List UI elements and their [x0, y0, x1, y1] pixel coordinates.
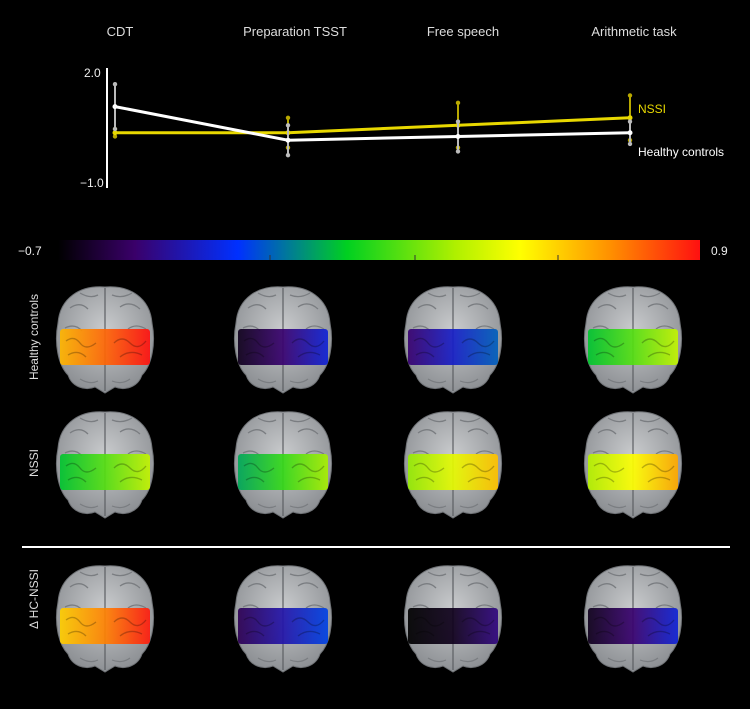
row-label-nssi: NSSI [27, 449, 41, 478]
row-label-delta: Δ HC-NSSI [27, 568, 41, 630]
brain-map [228, 283, 338, 398]
y-tick-top: 2.0 [84, 66, 101, 80]
brain-map [50, 408, 160, 523]
brain-map [398, 562, 508, 677]
error-cap [627, 119, 633, 124]
series-1 [112, 82, 633, 158]
error-cap [627, 93, 633, 98]
error-cap [112, 126, 118, 132]
condition-label-arithmetic: Arithmetic task [591, 24, 677, 39]
brain-map [578, 408, 688, 523]
brain-map [50, 283, 160, 398]
data-point [627, 115, 633, 121]
legend-healthy-controls: Healthy controls [638, 145, 725, 159]
colorbar-gradient [58, 240, 700, 260]
brain-map [398, 283, 508, 398]
error-cap [112, 82, 118, 87]
series-line [115, 116, 631, 135]
error-cap [112, 134, 118, 139]
error-cap [285, 115, 291, 121]
condition-label-free-speech: Free speech [426, 24, 500, 39]
data-point [455, 133, 461, 139]
section-divider [22, 546, 730, 548]
data-point [112, 104, 118, 110]
error-cap [455, 149, 461, 154]
error-cap [455, 100, 461, 106]
legend-nssi: NSSI [638, 102, 667, 116]
error-cap [285, 152, 291, 158]
row-label-healthy-controls: Healthy controls [27, 293, 41, 381]
error-cap [285, 123, 291, 128]
data-point [627, 130, 633, 136]
brain-map [578, 562, 688, 677]
condition-label-prep-tsst: Preparation TSST [243, 24, 347, 39]
data-point [285, 137, 291, 143]
colorbar-max-label: 0.9 [711, 244, 728, 258]
series-line [114, 105, 631, 142]
data-point [112, 130, 118, 136]
line-chart [106, 68, 633, 188]
brain-map [228, 562, 338, 677]
colorbar [58, 240, 700, 260]
brain-map [50, 562, 160, 677]
error-cap [627, 141, 633, 147]
colorbar-min-label: −0.7 [18, 244, 42, 258]
y-tick-bottom: −1.0 [80, 176, 104, 190]
brain-map [228, 408, 338, 523]
condition-label-cdt: CDT [106, 24, 134, 39]
brain-map [398, 408, 508, 523]
brain-map [578, 283, 688, 398]
error-cap [455, 119, 461, 124]
